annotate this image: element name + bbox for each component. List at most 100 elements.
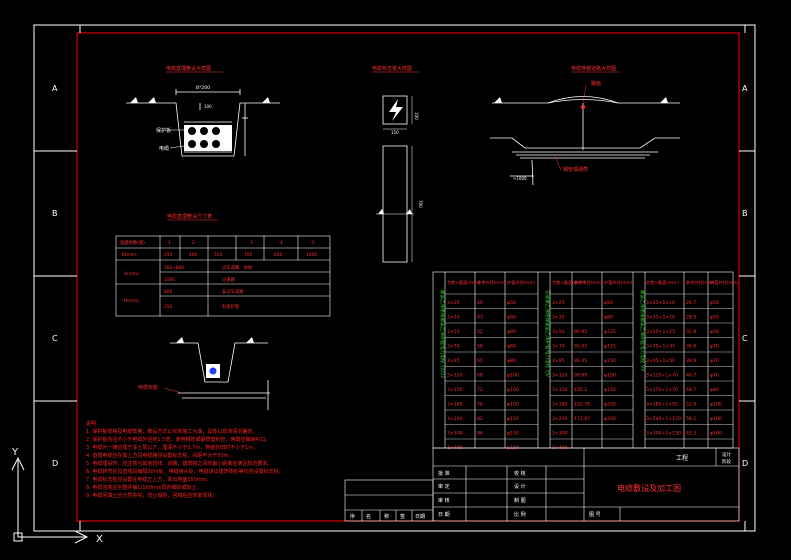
note-line: 3. 电缆外一律应埋于冻土层以下，埋深不小于0.7m，穿越农田时不小于1m。 [86,444,258,451]
size-table-row-a-label: A(mm) [124,271,139,277]
cable-table-cell: φ100 [507,373,519,379]
cable-table-cell: 72 [477,387,483,393]
cable-table-cell: φ200 [604,402,616,408]
cable-table-cell: φ80 [507,329,516,335]
cable-table-cell: 3×240 [552,416,568,422]
cable-table-cell: φ50 [507,315,516,321]
cable-table-caption-1: 聚氯乙烯绝缘聚氯乙烯护套电力电缆 YJV22 [439,290,446,378]
size-table-width-0: B(mm) [122,252,137,258]
dim-trench-100: 100 [204,104,212,109]
cable-table-cell: 63.3 [686,431,696,437]
note-line: 8. 电缆沟底应平整并铺以100mm厚的细砂或软土。 [86,484,202,491]
cable-table-cell: 3×35+1×16 [646,315,675,321]
zone-letter-right-d: D [742,459,748,468]
zone-letter-left-b: B [52,209,58,218]
note-line: 5. 电缆埋设时，应注意与其他管线、道路、建筑物之间的最小距离应满足规范要求。 [86,460,272,467]
zone-letter-left-c: C [52,334,58,343]
road-crossing-detail: 电缆穿越道路大样图 路面 钢管或硬质 >1000 [490,65,680,186]
outer-frame [33,24,756,532]
rev-header-4: 日期 [415,514,425,520]
title-block-mid-label-3: 比 例 [514,511,526,518]
size-table-width-5: 850 [274,252,282,258]
cable-table-cell: 3×25 [552,300,565,306]
size-table-header-4: 4 [280,240,283,246]
cable-table-cell: 3×70 [552,344,565,350]
dim-marker-150: 150 [391,130,399,135]
marker-post-detail: 电缆标志桩大样图 100 150 700 [372,65,423,263]
title-block-drawing-no-label: 图 号 [589,512,601,518]
cable-table-cell: φ50 [710,315,719,321]
cable-table-cell: φ100 [710,431,722,437]
title-block-design-label: 设计 [722,451,731,458]
cable-table-caption-3: 聚氯乙烯绝缘聚氯乙烯护套电力电缆 VV [639,290,646,372]
size-table-width-6: 1000 [306,252,317,258]
hatch-marks-trench [130,97,270,103]
dim-trench-width: B*200 [196,85,210,91]
title-block-stage-label: 阶段 [722,458,731,465]
size-table-width-1: 250 [164,252,172,258]
cable-table-cell: 56 [477,344,483,350]
cable-table-cell: φ150 [604,373,616,379]
cable-table-cell: φ200 [604,416,616,422]
title-block-left-label-1: 审 定 [438,483,450,490]
title-block-mid-label-2: 制 图 [514,497,526,504]
axis-y-label: Y [11,447,19,458]
cable-table-header: 参考外径(mm) [477,279,506,286]
cable-table-cell: 3×95+1×50 [646,358,675,364]
size-table-header-1: 1 [168,240,171,246]
size-table-header-0: 电缆根数(根) [120,239,145,246]
cable-table-cell: 3×150 [552,387,568,393]
cable-table-cell: 3×185 [447,402,463,408]
cable-table-cell: 172.97 [574,416,590,422]
cable-table-cell: 48.7 [686,387,696,393]
cable-table-cell: φ100 [507,387,519,393]
cable-table-cell: 65 [477,358,483,364]
size-table-row-b1-desc: 非过车道路 [222,288,244,295]
cable-table-cell: φ80 [507,358,516,364]
cable-table-cell: 86.95 [574,329,587,335]
cable-table-cell: φ120 [507,416,519,422]
axis-x-label: X [96,534,103,545]
cable-table-header: 芯数×截面(mm²) [646,279,680,286]
cable-table-row-lines [445,293,733,440]
cable-table-cell: 96.45 [574,358,587,364]
cable-table-cell: 3×185+1×95 [646,402,678,408]
cable-table-cell: 3×35 [447,315,460,321]
size-table-row-b-label: H(mm) [124,298,139,304]
zone-dividers [34,25,755,531]
zone-letter-right-a: A [742,84,748,93]
cable-table-header: 芯数×截面(mm²) [447,279,481,286]
section-title-road: 电缆穿越道路大样图 [571,65,616,72]
cable-table-cell: 3×150+1×70 [646,387,678,393]
cable-table-cell: 3×70+1×35 [646,344,675,350]
section-title-marker: 电缆标志桩大样图 [372,65,412,72]
note-line: 9. 电缆回填土应分层夯实，防止塌陷，回填后应恢复原状。 [86,492,217,499]
cable-table-cell: 93.02 [574,344,587,350]
trench-size-table: 电缆直埋敷设尺寸表 电缆根数(根) 1 2 3 4 5 B(mm) 250 40… [115,213,331,317]
size-table-row-a1-value: 500~800 [164,265,184,271]
cable-table-cell: 3×95 [447,358,460,364]
size-table-row-a2-value: 1000 [164,277,175,283]
cable-table-cell: 3×120 [552,373,568,379]
cable-table-cell: 3×50 [552,329,565,335]
note-line: 7. 电缆标志桩应设置在电缆正上方，高出地面150mm。 [86,476,212,483]
hatch-marks-road [494,97,668,103]
cable-table-cell: 36.8 [686,344,696,350]
cable-table-cell: 3×300 [447,431,463,437]
trench-detail: 电缆直埋敷设大样图 B*200 100 保护板 电缆 [126,65,280,157]
ucs-axis-icon [11,456,89,544]
cable-table-cell: φ50 [507,300,516,306]
cable-table-cell: φ125 [604,344,616,350]
cable-table-header: 芯数×截面(mm²) [552,279,586,286]
size-table-row-b2-desc: 有保护管 [222,303,240,310]
zone-letter-left-d: D [52,459,58,468]
title-block-left-label-2: 审 核 [438,497,450,504]
cable-table-cell: 86 [477,431,483,437]
cable-table-cell: 3×35 [552,315,565,321]
cable-table-cell: 32.8 [686,329,696,335]
notes-block: 说明： 1. 保护板规格及电缆数量、敷设方式以实际施工为准，具体以现场情况确定。… [86,420,284,499]
size-table-width-2: 400 [189,252,197,258]
label-cable: 电缆 [159,145,169,152]
cable-table-cell: 99.89 [574,373,587,379]
